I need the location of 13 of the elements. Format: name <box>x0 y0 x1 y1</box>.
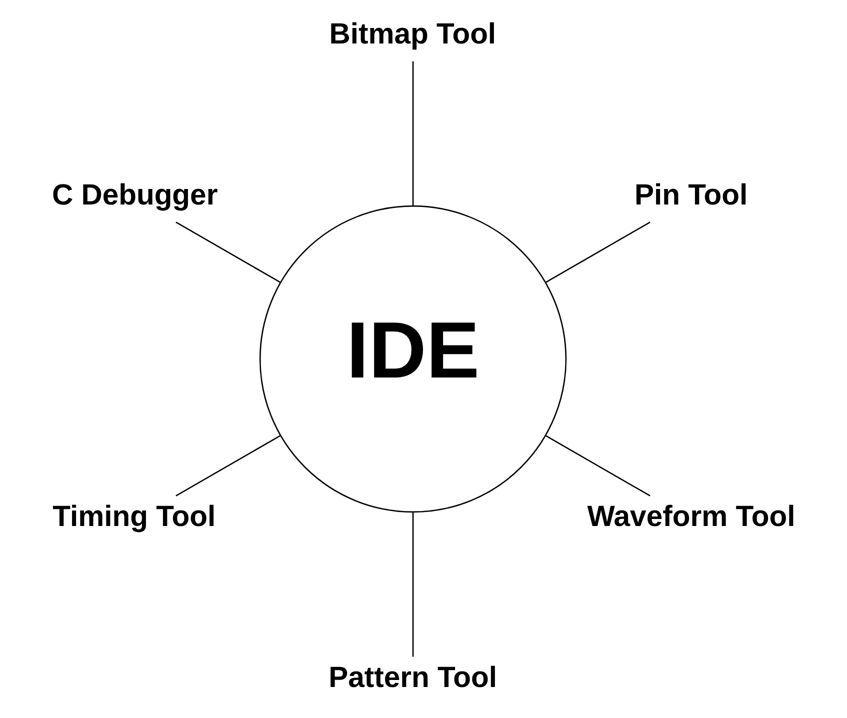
node-text: C Debugger <box>51 179 218 212</box>
node-text: Pin Tool <box>634 179 748 212</box>
connector <box>544 222 650 283</box>
node-text: Bitmap Tool <box>328 18 496 50</box>
connector <box>175 435 280 496</box>
node-circle: IDE <box>258 205 566 513</box>
connector <box>175 222 280 283</box>
node-text: Pattern Tool <box>328 662 497 694</box>
connector <box>412 512 414 657</box>
node-text: Waveform Tool <box>586 500 795 533</box>
node-text: Timing Tool <box>52 500 216 533</box>
connector <box>412 61 414 206</box>
connector <box>544 435 650 496</box>
